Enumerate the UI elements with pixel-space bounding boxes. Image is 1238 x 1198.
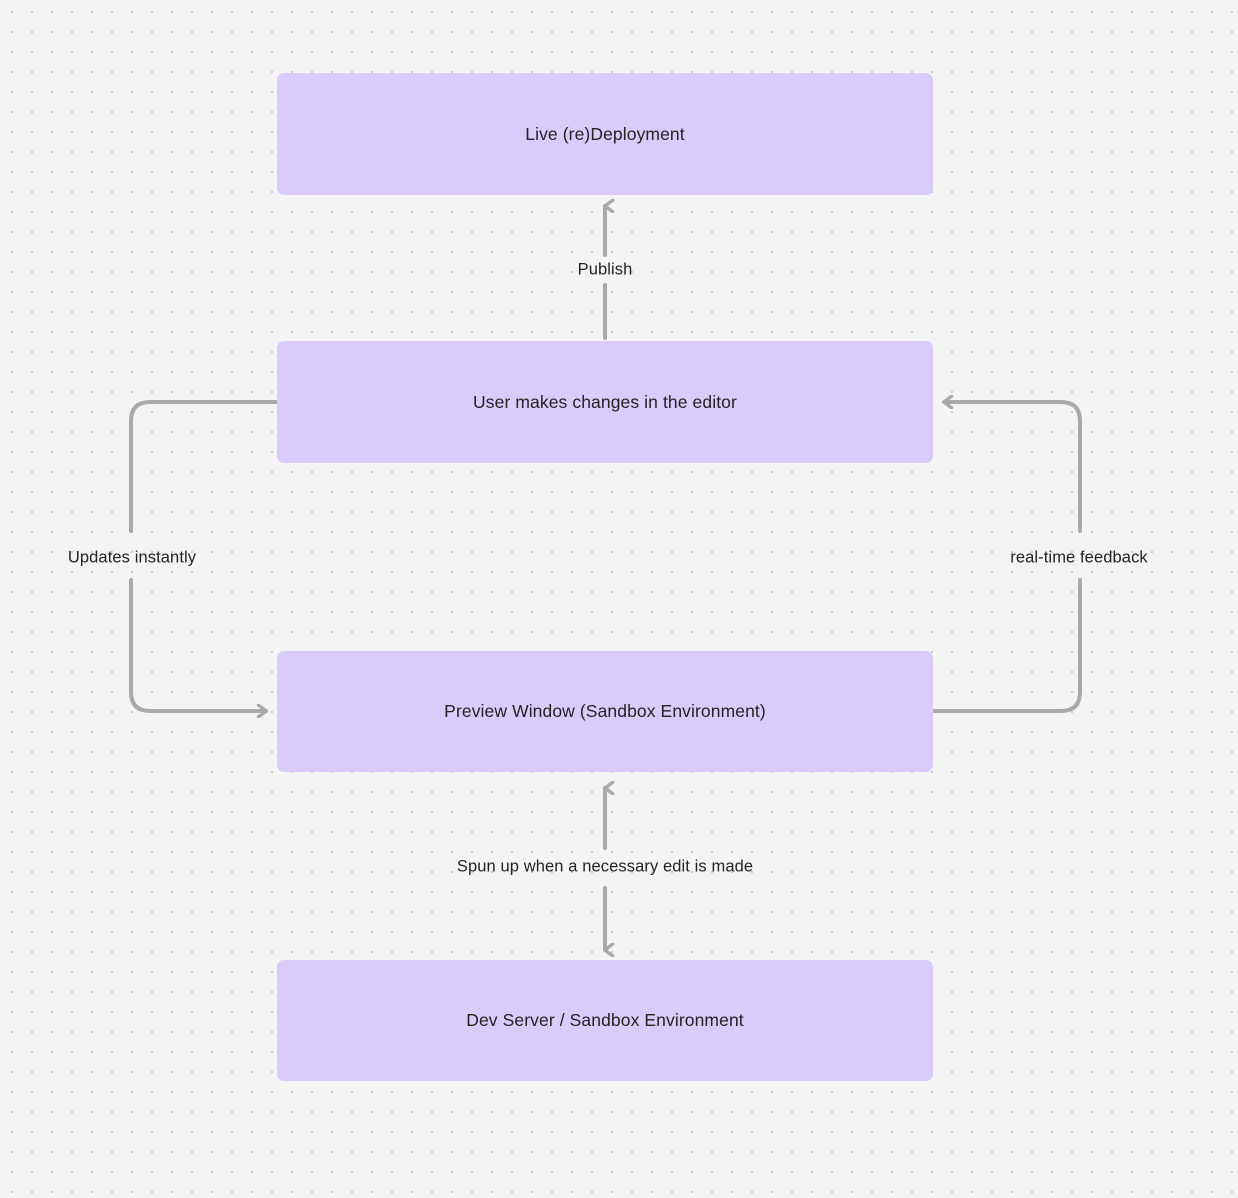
node-dev-server[interactable]: Dev Server / Sandbox Environment xyxy=(277,960,933,1081)
edge-updates-instantly xyxy=(129,400,279,711)
node-preview-window[interactable]: Preview Window (Sandbox Environment) xyxy=(277,651,933,772)
edge-label-publish: Publish xyxy=(577,260,633,279)
node-preview-window-label: Preview Window (Sandbox Environment) xyxy=(444,701,766,721)
node-user-edits-label: User makes changes in the editor xyxy=(473,391,737,412)
edge-real-time-feedback xyxy=(931,402,1082,713)
node-live-deployment[interactable]: Live (re)Deployment xyxy=(277,73,933,195)
node-live-deployment-label: Live (re)Deployment xyxy=(525,123,685,144)
edge-label-real-time-feedback: real-time feedback xyxy=(1010,548,1148,567)
node-user-edits[interactable]: User makes changes in the editor xyxy=(277,341,933,463)
node-dev-server-label: Dev Server / Sandbox Environment xyxy=(466,1010,744,1030)
edge-label-spun-up: Spun up when a necessary edit is made xyxy=(456,857,754,876)
edge-label-updates-instantly: Updates instantly xyxy=(67,548,197,567)
